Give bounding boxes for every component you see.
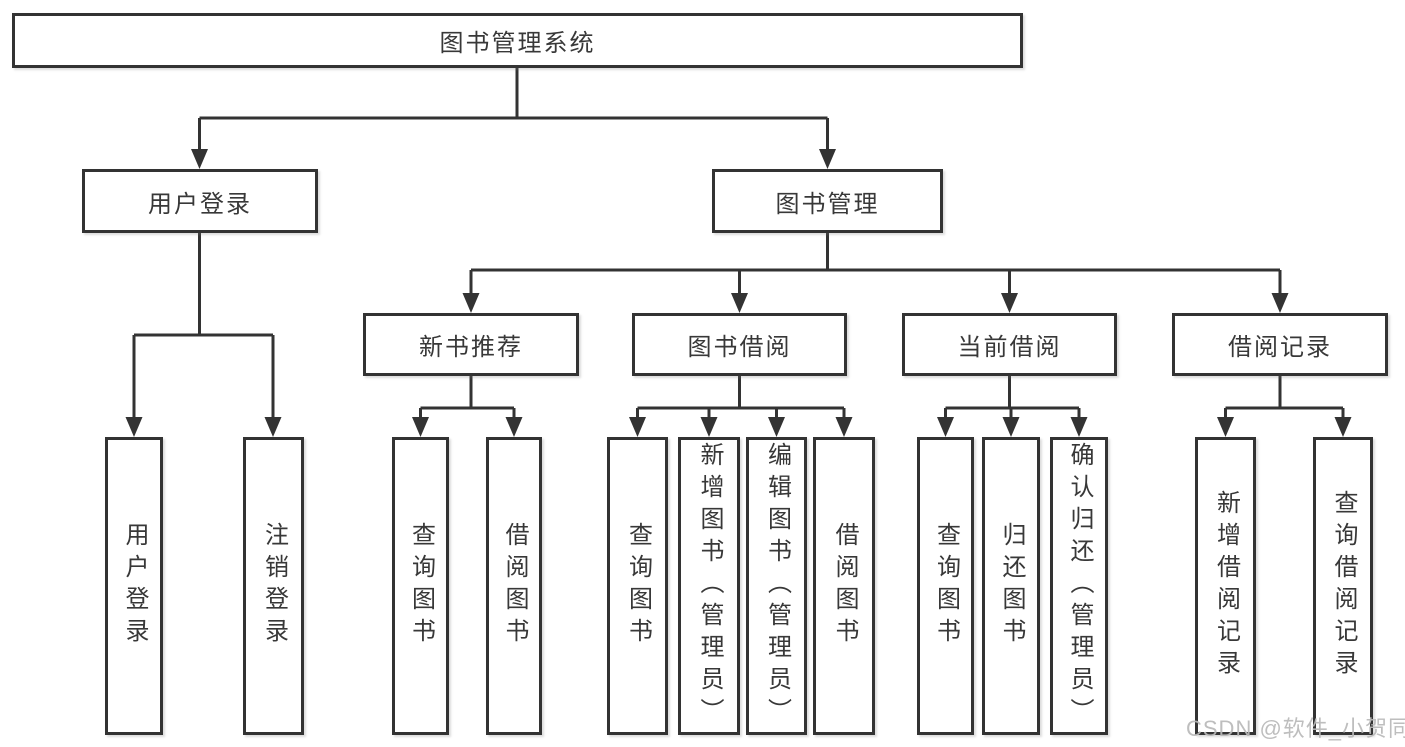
node-current-borrowing: 当前借阅 [902, 313, 1117, 376]
node-cb-return-books: 归还图书 [982, 437, 1040, 735]
node-book-borrowing: 图书借阅 [632, 313, 847, 376]
node-root-system: 图书管理系统 [12, 13, 1023, 68]
node-user-login-branch: 用户登录 [82, 169, 318, 233]
watermark-text: CSDN @软件_小贺同学 [1186, 716, 1405, 741]
node-borrowing-records: 借阅记录 [1172, 313, 1388, 376]
node-br-add-record: 新增借阅记录 [1195, 437, 1256, 735]
node-br-query-record: 查询借阅记录 [1313, 437, 1373, 735]
node-nb-borrow-books: 借阅图书 [486, 437, 542, 735]
node-bb-edit-books-admin: 编辑图书（管理员） [746, 437, 807, 735]
node-nb-query-books: 查询图书 [392, 437, 449, 735]
node-bb-borrow-books: 借阅图书 [813, 437, 875, 735]
node-bb-add-books-admin: 新增图书（管理员） [678, 437, 740, 735]
node-cb-query-books: 查询图书 [917, 437, 974, 735]
node-logout-leaf: 注销登录 [243, 437, 304, 735]
node-cb-confirm-return-admin: 确认归还（管理员） [1050, 437, 1108, 735]
node-book-management-branch: 图书管理 [712, 169, 943, 233]
node-new-book-recommend: 新书推荐 [363, 313, 579, 376]
node-user-login-leaf: 用户登录 [105, 437, 163, 735]
node-bb-query-books: 查询图书 [607, 437, 668, 735]
